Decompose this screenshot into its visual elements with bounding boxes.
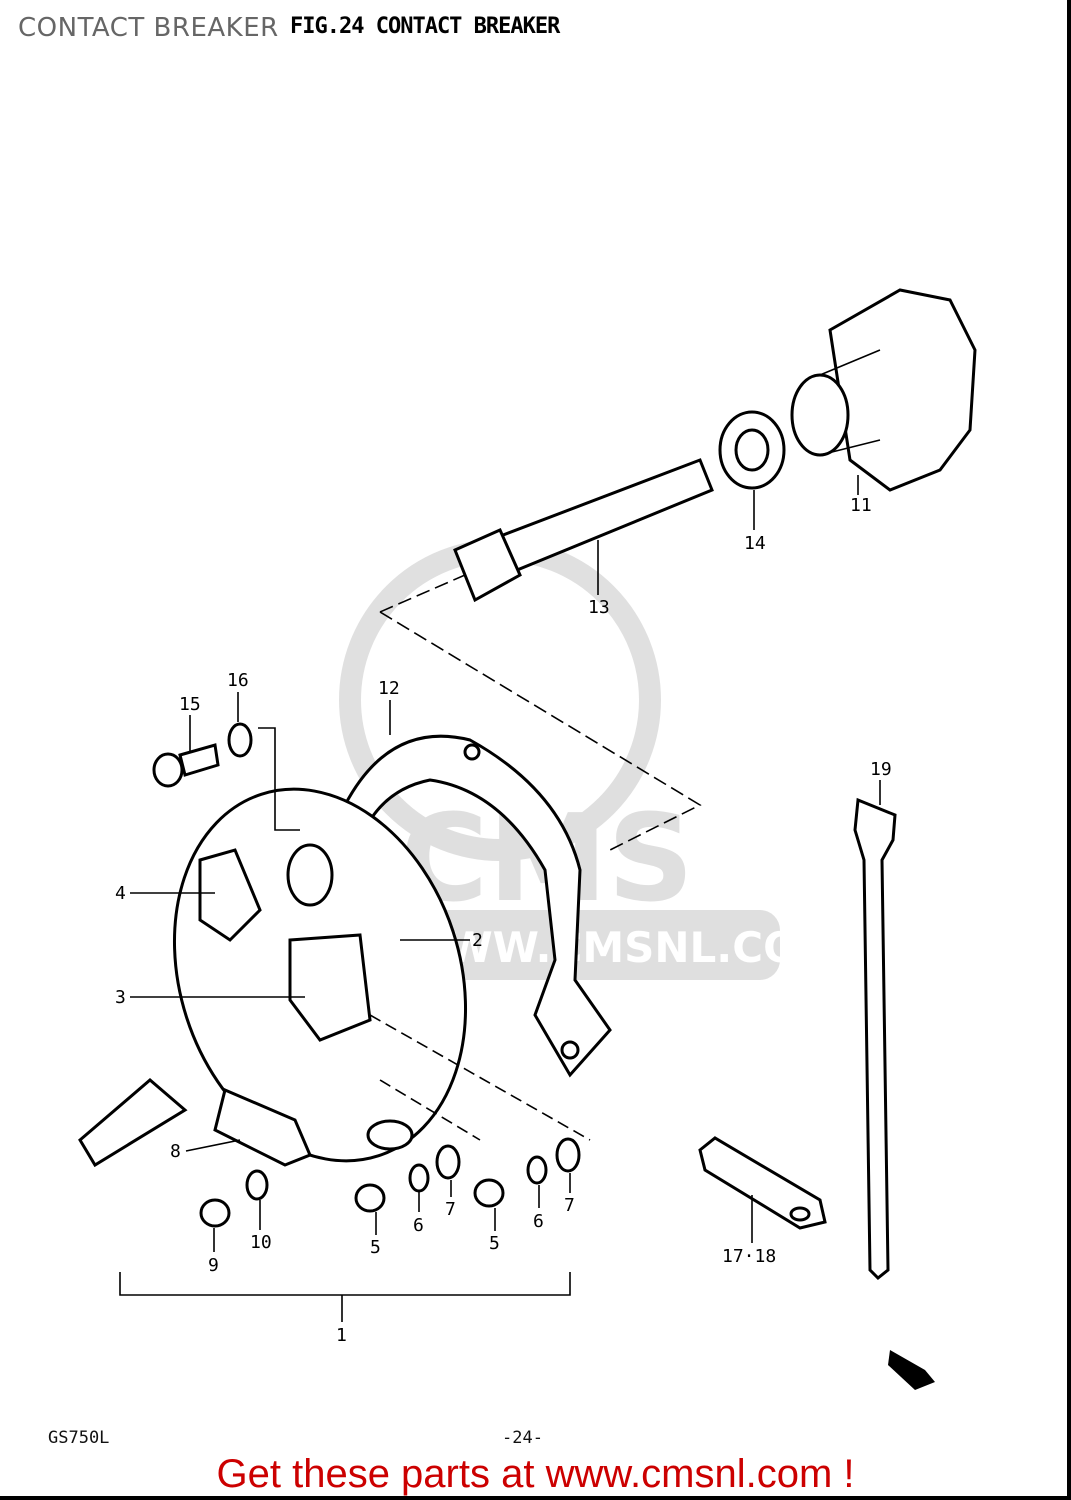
page-number: -24- bbox=[502, 1428, 543, 1448]
callout-10: 10 bbox=[250, 1232, 272, 1253]
callout-7b: 7 bbox=[564, 1195, 575, 1216]
leader-16 bbox=[258, 727, 300, 831]
callout-9: 9 bbox=[208, 1255, 219, 1276]
callout-16: 16 bbox=[227, 670, 249, 691]
bottom-border bbox=[0, 1496, 1071, 1500]
callout-7a: 7 bbox=[445, 1199, 456, 1220]
watermark-url: WWW.CMSNL.COM bbox=[400, 923, 841, 972]
callout-13: 13 bbox=[588, 597, 610, 618]
callout-17-18: 17·18 bbox=[722, 1246, 776, 1267]
part-17-18-clamp bbox=[698, 1136, 827, 1243]
callout-19: 19 bbox=[870, 759, 892, 780]
right-border bbox=[1067, 0, 1071, 1500]
callout-1: 1 bbox=[336, 1325, 347, 1346]
part-14-nut bbox=[718, 410, 786, 530]
figure-title: FIG.24 CONTACT BREAKER bbox=[290, 14, 560, 39]
part-16-washer bbox=[227, 692, 253, 758]
assembly-line-screws bbox=[369, 1014, 591, 1141]
part-8-condenser bbox=[78, 1078, 312, 1168]
callout-5b: 5 bbox=[489, 1233, 500, 1254]
front-arrow-icon bbox=[888, 1350, 935, 1390]
callout-14: 14 bbox=[744, 533, 766, 554]
part-12-cover-plate bbox=[343, 700, 612, 1078]
part-15-screw bbox=[152, 715, 220, 788]
part-19-band bbox=[853, 780, 897, 1281]
part-7-washer-b bbox=[555, 1137, 581, 1193]
callout-11: 11 bbox=[850, 495, 872, 516]
part-5-screw-b bbox=[473, 1178, 505, 1231]
bracket-part-1 bbox=[119, 1272, 571, 1322]
callout-6b: 6 bbox=[533, 1211, 544, 1232]
callout-8: 8 bbox=[170, 1141, 181, 1162]
assembly-line bbox=[379, 574, 702, 851]
callout-6a: 6 bbox=[413, 1215, 424, 1236]
callout-12: 12 bbox=[378, 678, 400, 699]
part-6-washer-a bbox=[408, 1163, 430, 1212]
model-code: GS750L bbox=[48, 1428, 110, 1448]
part-13-bolt bbox=[453, 458, 714, 603]
part-3-4-contact-points bbox=[130, 848, 372, 1042]
overlay-title: CONTACT BREAKER bbox=[18, 13, 279, 43]
callout-5a: 5 bbox=[370, 1237, 381, 1258]
part-11-housing bbox=[790, 288, 977, 495]
part-6-washer-b bbox=[526, 1155, 548, 1208]
callout-3: 3 bbox=[115, 987, 126, 1008]
promo-link[interactable]: Get these parts at www.cmsnl.com ! bbox=[216, 1452, 855, 1496]
part-7-washer-a bbox=[435, 1144, 461, 1197]
part-5-screw-a bbox=[354, 1183, 386, 1235]
part-9-screw bbox=[199, 1198, 231, 1252]
callout-2: 2 bbox=[472, 930, 483, 951]
part-10-washer bbox=[245, 1169, 269, 1230]
callout-15: 15 bbox=[179, 694, 201, 715]
callout-4: 4 bbox=[115, 883, 126, 904]
